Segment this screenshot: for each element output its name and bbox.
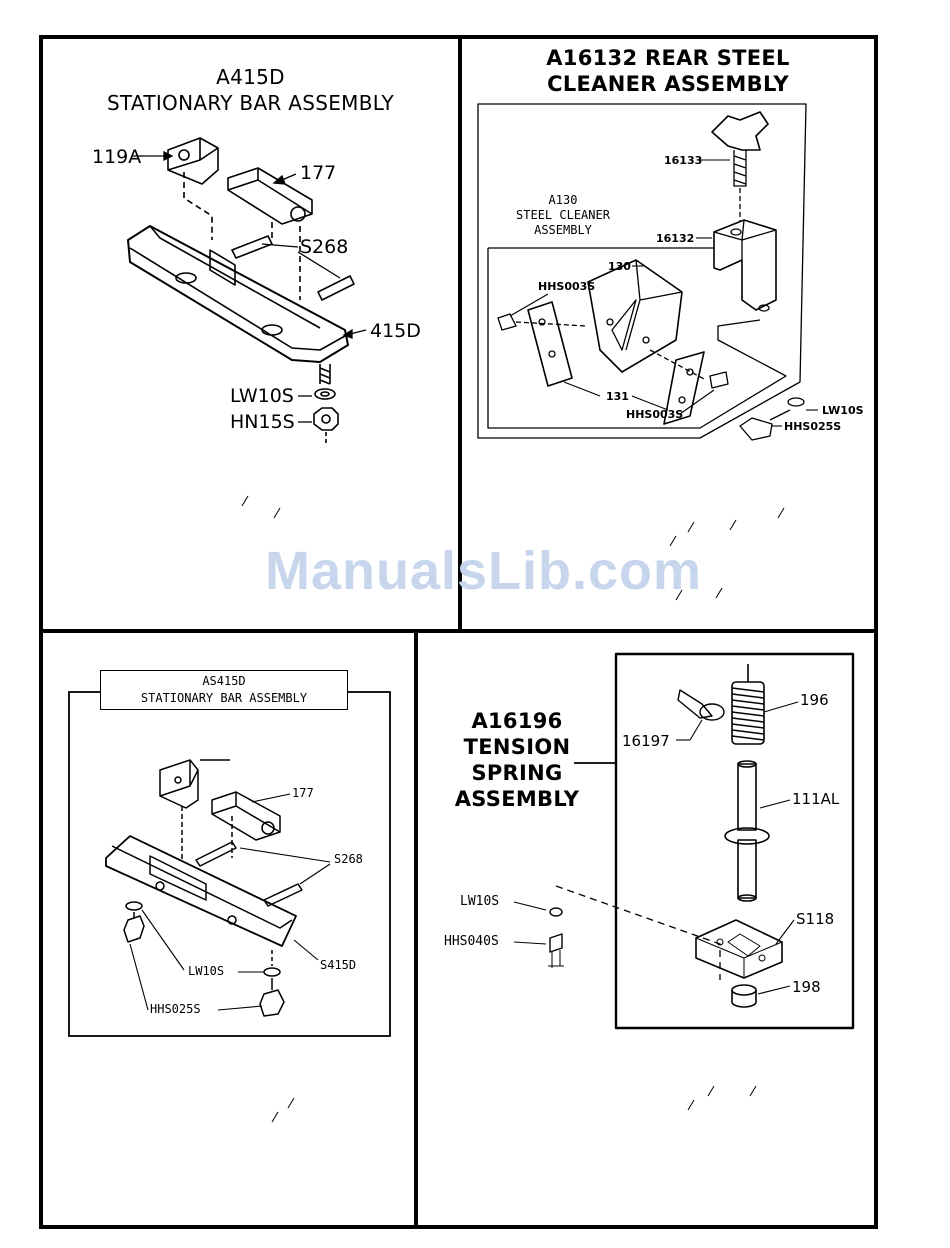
label-131: 131 [606,390,629,403]
knob-16133 [711,111,769,151]
panel-title: A415D STATIONARY BAR ASSEMBLY [106,65,395,115]
label-16133: 16133 [664,154,703,167]
tension-spring-title: A16196 TENSION SPRING ASSEMBLY [454,709,580,811]
watermark: ManualsLib.com [265,541,703,601]
label-lw10s: LW10S [822,404,864,417]
label-177: 177 [292,786,314,800]
label-s268: S268 [334,852,363,866]
label-s268: S268 [300,236,349,258]
label-lw10s: LW10S [188,964,225,978]
label-16132: 16132 [656,232,695,245]
bar-415d [127,225,349,363]
label-s118: S118 [796,910,835,928]
label-16197: 16197 [622,732,670,750]
label-hhs025s: HHS025S [784,420,842,433]
as415d-title: AS415D STATIONARY BAR ASSEMBLY [100,670,348,710]
blade-131-right [663,351,705,425]
label-177: 177 [300,162,337,184]
label-415d: 415D [370,320,421,342]
blade-131-left [527,301,573,387]
label-hhs025s: HHS025S [150,1002,201,1016]
label-198: 198 [792,978,821,996]
label-lw10s: LW10S [460,894,500,909]
panel-title: A16132 REAR STEEL CLEANER ASSEMBLY [546,46,790,96]
label-s415d: S415D [320,958,357,972]
label-hhs040s: HHS040S [444,934,499,949]
label-hn15s: HN15S [230,411,295,433]
bracket-16132 [713,219,777,311]
label-130: 130 [608,260,631,273]
label-119a: 119A [92,146,142,168]
label-hhs003s-bottom: HHS003S [626,408,684,421]
label-196: 196 [800,691,829,709]
panel-rear-steel-cleaner: A16132 REAR STEEL CLEANER ASSEMBLY [462,39,874,629]
label-a130: A130 STEEL CLEANER ASSEMBLY [516,193,610,237]
label-hhs003s-top: HHS003S [538,280,596,293]
label-lw10s: LW10S [230,385,294,407]
label-111al: 111AL [792,790,840,808]
panel-stationary-bar: A415D STATIONARY BAR ASSEMBLY [43,39,458,629]
